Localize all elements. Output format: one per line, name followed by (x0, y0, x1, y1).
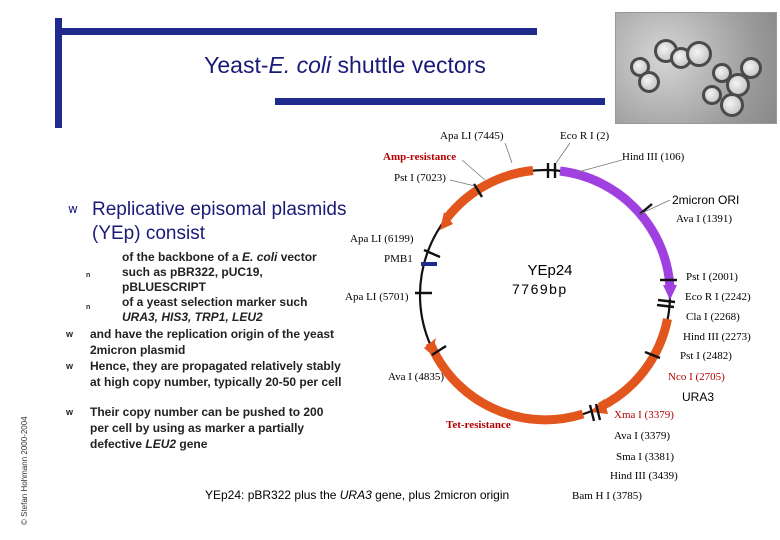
label-sma-3381: Sma I (3381) (616, 451, 675, 463)
label-micron-ori: 2micron ORI (672, 193, 740, 207)
vector-name: YEp24 (527, 262, 573, 279)
label-leaders (449, 142, 671, 215)
leader-eco-2 (555, 142, 571, 164)
sub-bullet-marker-text: of a yeast selection marker such URA3, H… (122, 295, 336, 325)
tick-eco-2242 (657, 298, 676, 304)
sub1-pre: of the backbone of a (122, 250, 243, 264)
b4-post: gene (176, 437, 208, 451)
amp-resistance-arrow (440, 212, 453, 230)
title-italic: E. coli (268, 52, 332, 78)
title-prefix: Yeast- (204, 52, 269, 78)
label-tet-resistance: Tet-resistance (446, 419, 511, 431)
label-hind-2273: Hind III (2273) (683, 331, 751, 343)
label-pst-7023: Pst I (7023) (394, 172, 446, 184)
bullet-diamond-icon: w (66, 361, 74, 371)
sub-bullet-backbone-text: of the backbone of a E. coli vector such… (122, 250, 336, 295)
caption-post: gene, plus 2micron origin (371, 488, 510, 502)
yeast-cell (740, 57, 762, 79)
label-pst-2001: Pst I (2001) (686, 271, 738, 283)
caption-italic: URA3 (339, 488, 372, 502)
restriction-site-ticks (415, 163, 677, 422)
yeast-cells-photo (615, 12, 777, 124)
label-ura3: URA3 (682, 390, 715, 404)
label-amp-resistance: Amp-resistance (383, 151, 457, 163)
b4-italic: LEU2 (145, 437, 177, 451)
tick-apa-6199 (423, 248, 441, 259)
tick-ava-4835 (431, 344, 447, 357)
top-decor-bar (55, 28, 537, 35)
label-hind-3439: Hind III (3439) (610, 470, 678, 482)
bullet-diamond-icon: w (66, 407, 74, 417)
sub1-line2: such as pBR322, pUC19, (122, 265, 263, 279)
micron-ori-arrow (663, 285, 677, 300)
yeast-cell (720, 93, 744, 117)
ura3-arc (597, 318, 672, 412)
label-eco-2: Eco R I (2) (560, 130, 610, 142)
caption-pre: YEp24: pBR322 plus the (205, 488, 340, 502)
label-ava-4835: Ava I (4835) (388, 371, 444, 383)
label-pmb1: PMB1 (384, 253, 413, 265)
bullet-diamond-icon: w (68, 202, 78, 216)
yeast-cell (686, 41, 712, 67)
pmb1-marker (421, 262, 437, 266)
leader-hind-106 (577, 159, 623, 173)
label-eco-2242: Eco R I (2242) (685, 291, 751, 303)
bottom-decor-bar (275, 98, 605, 105)
tick-cla-2268 (656, 303, 675, 309)
map-caption: YEp24: pBR322 plus the URA3 gene, plus 2… (205, 488, 509, 502)
label-xma-3379: Xma I (3379) (614, 409, 674, 421)
tet-resistance-arrow (424, 338, 436, 355)
yeast-cell (702, 85, 722, 105)
bullet-propagation-text: Hence, they are propagated relatively st… (90, 359, 342, 389)
label-ava-3379: Ava I (3379) (614, 430, 670, 442)
label-bam-3785: Bam H I (3785) (572, 490, 642, 502)
leader-micron (639, 199, 671, 215)
left-decor-bar (55, 18, 62, 128)
label-pst-2482: Pst I (2482) (680, 350, 732, 362)
tet-resistance-arc (425, 341, 585, 425)
tick-ura3-end-b (594, 403, 602, 421)
sub1-italic: E. coli (242, 250, 278, 264)
main-bullet-text: Replicative episomal plasmids (YEp) cons… (92, 199, 347, 244)
micron-ori-arc (559, 166, 675, 288)
label-nco-2705: Nco I (2705) (668, 371, 725, 383)
bullet-square-icon: n (86, 304, 91, 311)
tick-nco-2705 (644, 350, 661, 360)
yeast-cell (638, 71, 660, 93)
sub1-post: vector (277, 250, 317, 264)
sub1-line3: pBLUESCRIPT (122, 280, 206, 294)
vector-size: 7769bp (512, 281, 568, 297)
leader-apa-7445 (504, 142, 513, 164)
bullet-diamond-icon: w (66, 329, 74, 339)
label-ava-1391: Ava I (1391) (676, 213, 732, 225)
amp-resistance-arc (443, 166, 534, 221)
ura3-arrow (590, 399, 608, 414)
label-apa-7445: Apa LI (7445) (440, 130, 504, 142)
tick-ava-1391 (639, 203, 653, 215)
sub2-line1: of a yeast selection marker such (122, 295, 308, 309)
b4-pre: Their copy number can be pushed to 200 p… (90, 405, 324, 451)
leader-pst-7023 (449, 179, 476, 187)
slide-title: Yeast-E. coli shuttle vectors (150, 52, 540, 79)
bullet-copy-number-text: Their copy number can be pushed to 200 p… (90, 404, 342, 452)
label-apa-5701: Apa LI (5701) (345, 291, 409, 303)
label-apa-6199: Apa LI (6199) (350, 233, 414, 245)
bullet-square-icon: n (86, 272, 91, 279)
tick-ura3-end-a (588, 404, 596, 422)
label-cla-2268: Cla I (2268) (686, 311, 740, 323)
title-suffix: shuttle vectors (331, 52, 486, 78)
label-hind-106: Hind III (106) (622, 151, 685, 163)
tick-pst-7023 (472, 183, 484, 198)
bullet-origin-text: and have the replication origin of the y… (90, 327, 335, 357)
sub2-line2: URA3, HIS3, TRP1, LEU2 (122, 310, 263, 324)
leader-amp (461, 159, 486, 181)
